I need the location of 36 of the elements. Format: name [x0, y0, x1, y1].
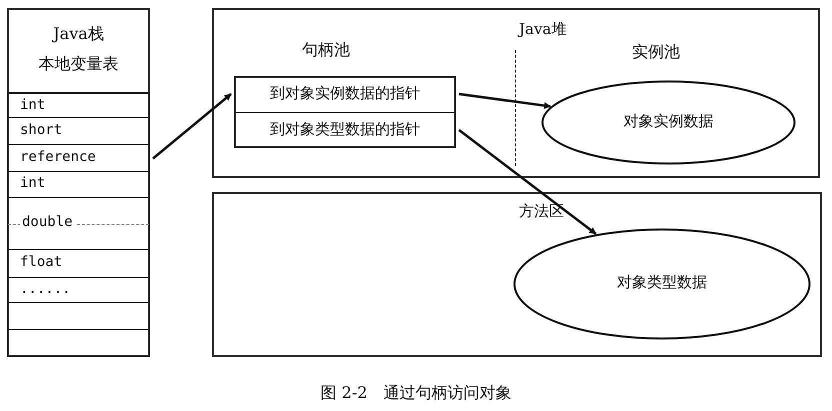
type-label: float — [20, 254, 62, 270]
type-label: reference — [20, 148, 96, 164]
arrow — [458, 92, 552, 110]
stack-slot — [7, 172, 150, 198]
ellipse-label: 对象实例数据 — [622, 112, 714, 130]
heading: 本地变量表 — [38, 54, 120, 75]
heap-area — [212, 8, 820, 178]
stack-slot — [7, 118, 150, 145]
pool-title: 实例池 — [632, 42, 680, 63]
table-row — [234, 76, 456, 112]
arrow — [458, 129, 597, 235]
row-label: 到对象实例数据的指针 — [269, 84, 421, 103]
stack-slot — [7, 145, 150, 172]
stack-slot — [7, 278, 150, 303]
pool-title: 句柄池 — [302, 40, 350, 61]
method-area — [212, 192, 822, 357]
table-row — [234, 112, 456, 148]
type-label: int — [20, 97, 46, 113]
figure-caption: 图 2-2 通过句柄访问对象 — [320, 383, 512, 404]
ellipse — [541, 80, 796, 165]
area-title: Java堆 — [519, 20, 566, 39]
ellipse — [513, 228, 811, 340]
heading: Java栈 — [50, 24, 105, 45]
ellipse-label: 对象类型数据 — [616, 273, 708, 292]
stack-slot — [7, 303, 150, 330]
handle-table — [234, 76, 456, 148]
arrow — [152, 93, 232, 160]
type-label: int — [20, 175, 46, 191]
row-label: 到对象类型数据的指针 — [269, 120, 421, 139]
stack-frame — [7, 8, 150, 357]
stack-slot — [7, 198, 150, 250]
stack-slot — [7, 250, 150, 278]
stack-slot — [7, 330, 150, 357]
type-label: short — [20, 122, 62, 138]
stack-slot — [7, 92, 150, 118]
type-label: ...... — [20, 280, 71, 296]
